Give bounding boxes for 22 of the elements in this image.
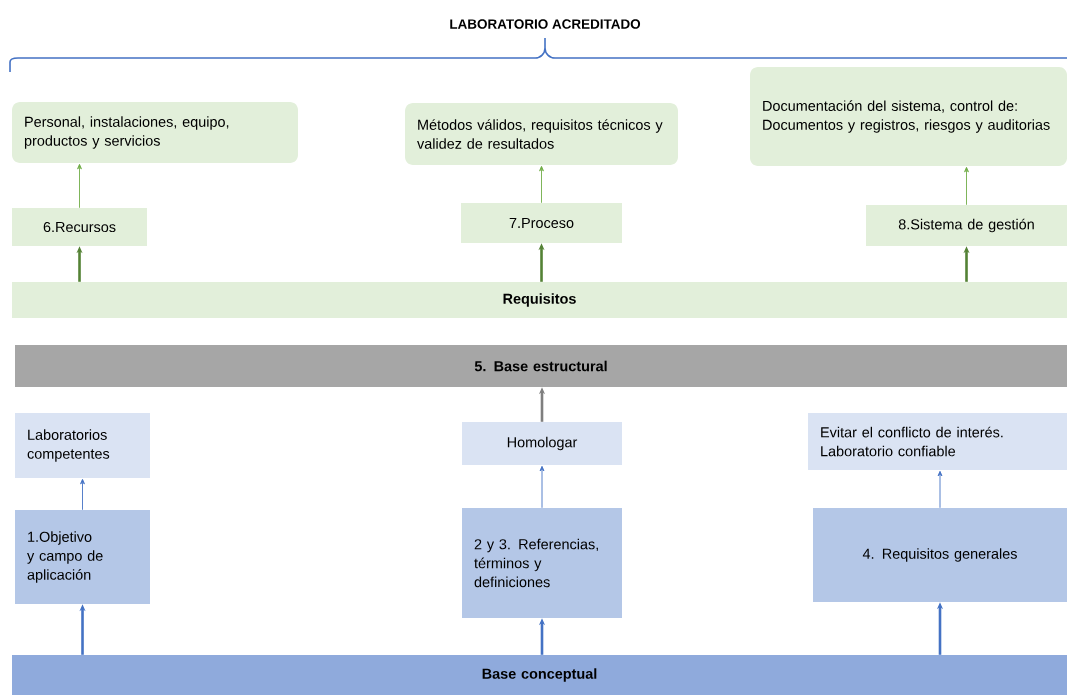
section-box: 7.Proceso	[461, 203, 622, 243]
info-box: Métodos válidos, requisitos técnicos y validez de resultados	[405, 103, 678, 165]
outcome-box: Homologar	[462, 422, 622, 465]
section-box: 4. Requisitos generales	[813, 508, 1067, 602]
requirements-band: Requisitos	[12, 282, 1067, 318]
info-box: Personal, instalaciones, equipo, productos y servicios	[12, 102, 298, 163]
title: LABORATORIO ACREDITADO	[450, 19, 641, 29]
outcome-box: Laboratorios competentes	[15, 413, 150, 478]
info-box: Documentación del sistema, control de: Documentos y registros, riesgos y auditorias	[750, 67, 1067, 166]
conceptual-band: Base conceptual	[12, 655, 1067, 695]
arrow	[539, 465, 545, 509]
outcome-box: Evitar el conflicto de interés. Laboratorio confiable	[808, 413, 1067, 470]
structural-band: 5. Base estructural	[15, 345, 1067, 387]
section-box: 8.Sistema de gestión	[866, 205, 1067, 246]
arrow	[539, 165, 544, 204]
section-box: 6.Recursos	[12, 208, 147, 246]
arrow	[964, 166, 969, 206]
arrow	[937, 470, 943, 509]
section-box: 1.Objetivo y campo de aplicación	[15, 510, 150, 604]
arrow	[77, 163, 82, 209]
section-box: 2 y 3. Referencias, términos y definiciones	[462, 508, 622, 618]
arrow	[80, 478, 85, 511]
